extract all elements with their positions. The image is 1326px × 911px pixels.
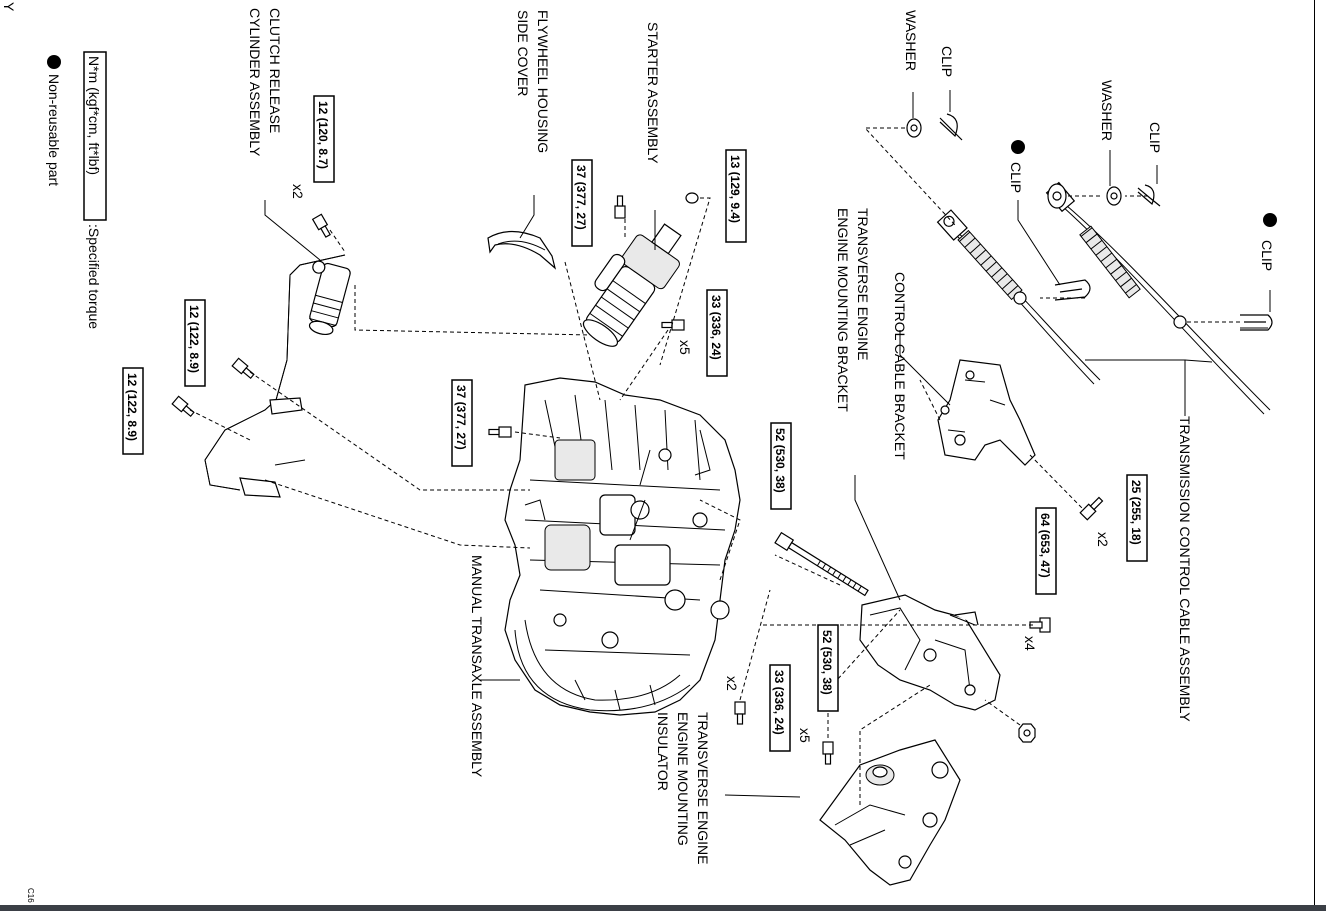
torque-box-12-a: 12 (120, 8.7)	[313, 95, 335, 183]
torque-box-64: 64 (653, 47)	[1035, 507, 1057, 595]
label-washer-top-left: WASHER	[903, 10, 919, 71]
qty-x5-mount: x5	[797, 728, 813, 743]
qty-x5-starter: x5	[677, 340, 693, 355]
label-flywheel-housing-line2: SIDE COVER	[515, 10, 531, 96]
label-transmission-control-cable-assembly: TRANSMISSION CONTROL CABLE ASSEMBLY	[1177, 416, 1193, 722]
legend-non-reusable: Non-reusable part	[46, 74, 62, 186]
legend-torque-text: :Specified torque	[86, 224, 102, 329]
flywheel-housing-cover-drawing	[487, 230, 557, 270]
label-transverse-engine-bracket-line1: TRANSVERSE ENGINE	[855, 208, 871, 360]
svg-text:12 (120, 8.7): 12 (120, 8.7)	[316, 101, 330, 169]
svg-text:33 (336, 24): 33 (336, 24)	[772, 670, 786, 735]
label-washer-upper-mid: WASHER	[1099, 80, 1115, 141]
non-reusable-dot-2	[1011, 140, 1025, 154]
svg-text:13 (129, 9.4): 13 (129, 9.4)	[728, 155, 742, 223]
torque-box-12-b: 12 (122, 8.9)	[184, 299, 206, 387]
non-reusable-dot-1	[1263, 213, 1277, 227]
svg-text:37 (377, 27): 37 (377, 27)	[574, 165, 588, 230]
leader-lines	[189, 90, 1271, 805]
label-insulator-line3: INSULATOR	[655, 712, 671, 791]
part-labels: TRANSMISSION CONTROL CABLE ASSEMBLY CLIP…	[247, 8, 1275, 864]
svg-text:37 (377, 27): 37 (377, 27)	[454, 385, 468, 450]
torque-box-25: 25 (255, 18)	[1126, 474, 1148, 562]
svg-text:33 (336, 24): 33 (336, 24)	[709, 295, 723, 360]
label-manual-transaxle-assembly: MANUAL TRANSAXLE ASSEMBLY	[469, 555, 485, 778]
starter-assembly-drawing	[582, 223, 682, 347]
engine-mounting-bracket-drawing	[859, 594, 1001, 711]
label-control-cable-bracket: CONTROL CABLE BRACKET	[892, 272, 908, 460]
label-clutch-release-line1: CLUTCH RELEASE	[267, 8, 283, 133]
qty-x4: x4	[1022, 636, 1038, 651]
clip-washer-drawings	[906, 113, 1273, 331]
window-bottom-bar	[0, 905, 1326, 911]
legend-torque-box	[83, 51, 107, 221]
label-clip-top-left: CLIP	[939, 46, 955, 77]
torque-box-52-a: 52 (530, 38)	[770, 422, 792, 510]
manual-transaxle-drawing	[504, 377, 741, 716]
torque-box-33-a: 33 (336, 24)	[769, 664, 791, 752]
label-clip-middle: CLIP	[1008, 162, 1024, 193]
qty-x2-bracket: x2	[1095, 532, 1111, 547]
engine-mounting-insulator-drawing	[819, 739, 961, 886]
label-transverse-engine-bracket-line2: ENGINE MOUNTING BRACKET	[835, 208, 851, 412]
torque-specs: 25 (255, 18) 64 (653, 47) 52 (530, 38) 5…	[122, 95, 1148, 752]
non-reusable-legend-dot	[47, 55, 61, 69]
clutch-release-cylinder-drawing	[204, 254, 351, 498]
qty-x2-mount: x2	[724, 676, 740, 691]
svg-text:12 (122, 8.9): 12 (122, 8.9)	[187, 305, 201, 373]
svg-text:25 (255, 18): 25 (255, 18)	[1129, 480, 1143, 545]
control-cable-bracket-drawing	[937, 359, 1036, 466]
legend-torque-units: N*m (kgf*cm, ft*lbf)	[86, 56, 102, 175]
svg-text:12 (122, 8.9): 12 (122, 8.9)	[125, 373, 139, 441]
label-starter-assembly: STARTER ASSEMBLY	[645, 22, 661, 164]
label-flywheel-housing-line1: FLYWHEEL HOUSING	[535, 10, 551, 153]
legend: N*m (kgf*cm, ft*lbf) :Specified torque N…	[46, 51, 107, 329]
corner-mark-bottom-left: C16	[26, 888, 35, 903]
svg-text:52 (530, 38): 52 (530, 38)	[773, 428, 787, 493]
svg-text:52 (530, 38): 52 (530, 38)	[820, 630, 834, 695]
torque-box-37-a: 37 (377, 27)	[571, 159, 593, 247]
label-insulator-line1: TRANSVERSE ENGINE	[695, 712, 711, 864]
bolt-drawings	[171, 192, 1104, 765]
torque-box-52-b: 52 (530, 38)	[817, 624, 839, 712]
label-insulator-line2: ENGINE MOUNTING	[675, 712, 691, 846]
torque-box-12-c: 12 (122, 8.9)	[122, 367, 144, 455]
qty-x2-clutch: x2	[290, 184, 306, 199]
label-clip-upper-mid: CLIP	[1147, 122, 1163, 153]
torque-box-33-b: 33 (336, 24)	[706, 289, 728, 377]
torque-box-13: 13 (129, 9.4)	[725, 149, 747, 243]
label-clip-top-right: CLIP	[1259, 240, 1275, 271]
label-clutch-release-line2: CYLINDER ASSEMBLY	[247, 8, 263, 157]
torque-box-37-b: 37 (377, 27)	[451, 379, 473, 467]
quantity-marks: x2 x4 x5 x2 x5 x2	[290, 184, 1111, 743]
corner-mark-top-left: Y	[1, 2, 17, 12]
svg-text:64 (653, 47): 64 (653, 47)	[1038, 513, 1052, 578]
